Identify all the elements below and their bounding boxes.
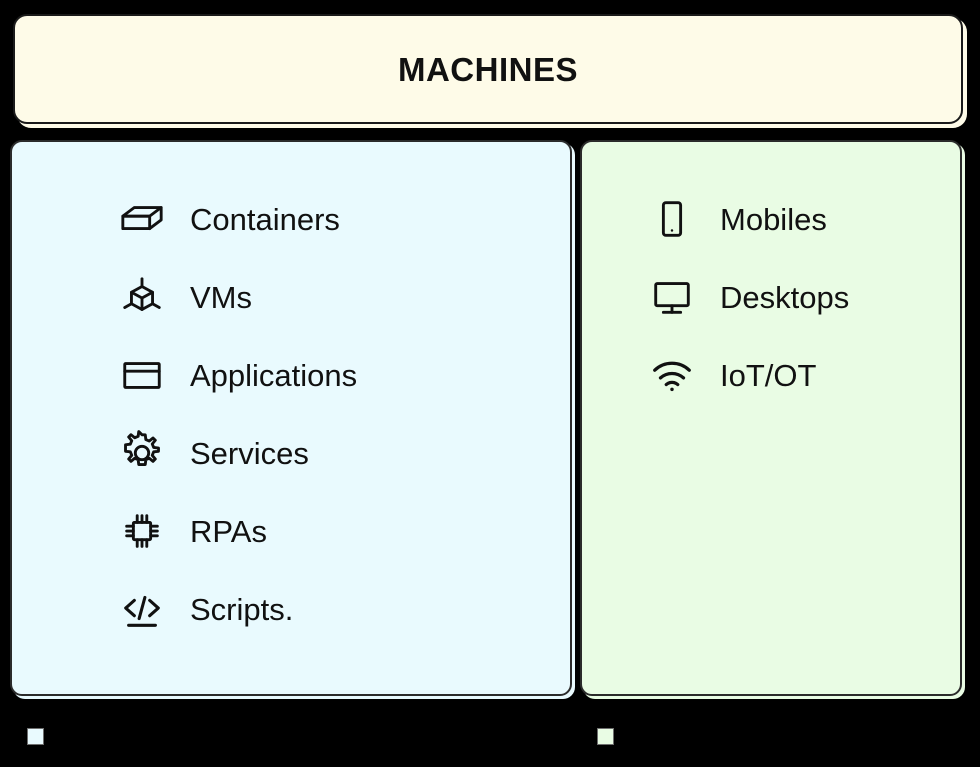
code-brackets-icon bbox=[116, 583, 168, 635]
list-item-containers[interactable]: Containers bbox=[12, 180, 570, 258]
list-item-scripts[interactable]: Scripts. bbox=[12, 570, 570, 648]
list-item-services[interactable]: Services bbox=[12, 414, 570, 492]
machines-header-panel: MACHINES bbox=[13, 14, 963, 124]
list-item-vms[interactable]: VMs bbox=[12, 258, 570, 336]
list-item-label: Desktops bbox=[720, 279, 850, 315]
list-item-rpas[interactable]: RPAs bbox=[12, 492, 570, 570]
hardware-machines-list: Mobiles Desktops bbox=[582, 180, 960, 414]
wifi-signal-icon bbox=[646, 349, 698, 401]
list-item-label: Applications bbox=[190, 357, 358, 393]
desktop-monitor-icon bbox=[646, 271, 698, 323]
cpu-chip-icon bbox=[116, 505, 168, 557]
page-title: MACHINES bbox=[397, 50, 578, 88]
list-item-iot-ot[interactable]: IoT/OT bbox=[582, 336, 960, 414]
panel-hardware-machines: Mobiles Desktops bbox=[580, 140, 962, 696]
list-item-label: VMs bbox=[190, 279, 252, 315]
box-3d-icon bbox=[116, 193, 168, 245]
list-item-label: Services bbox=[190, 435, 309, 471]
legend-swatch-software bbox=[27, 728, 44, 745]
list-item-mobiles[interactable]: Mobiles bbox=[582, 180, 960, 258]
cube-nodes-icon bbox=[116, 271, 168, 323]
panel-software-machines: Containers VMs bbox=[10, 140, 572, 696]
list-item-label: Containers bbox=[190, 201, 340, 237]
window-frame-icon bbox=[116, 349, 168, 401]
list-item-applications[interactable]: Applications bbox=[12, 336, 570, 414]
list-item-label: RPAs bbox=[190, 513, 267, 549]
software-machines-list: Containers VMs bbox=[12, 180, 570, 648]
list-item-label: IoT/OT bbox=[720, 357, 817, 393]
mobile-phone-icon bbox=[646, 193, 698, 245]
legend-swatch-hardware bbox=[597, 728, 614, 745]
gear-icon bbox=[116, 427, 168, 479]
list-item-label: Mobiles bbox=[720, 201, 827, 237]
list-item-label: Scripts. bbox=[190, 591, 294, 627]
list-item-desktops[interactable]: Desktops bbox=[582, 258, 960, 336]
